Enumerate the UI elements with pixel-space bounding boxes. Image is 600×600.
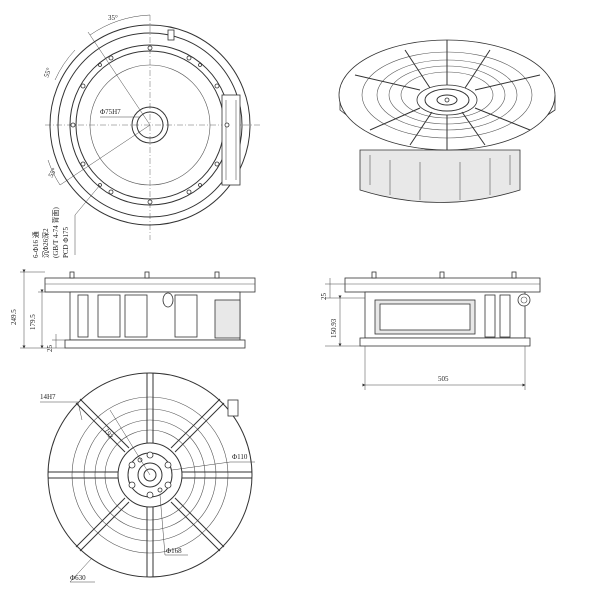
angle-left-label: 55° — [42, 67, 53, 79]
isometric-view — [338, 39, 556, 203]
top-bore-outer — [131, 106, 169, 144]
side-view: 25 150.93 505 — [320, 271, 541, 390]
top-view: Φ75H7 35° 55° 55° 6-Φ16 通 沉Φ26深2 (GB/T 4… — [31, 14, 260, 258]
front-table-plate — [44, 277, 256, 293]
pcd-label: Φ168 — [166, 547, 182, 555]
radius-label: 193 — [102, 427, 114, 441]
bottom-outer-circle — [47, 372, 253, 578]
bottom-view: 14H7 193 Φ110 Φ168 Φ630 — [40, 372, 255, 583]
angle-bottom-label: 55° — [47, 166, 59, 179]
bore-label: Φ75H7 — [100, 108, 121, 116]
front-base — [64, 339, 246, 349]
top-outer-circle — [49, 24, 251, 226]
side-table-plate — [344, 277, 541, 293]
angle-top-label: 35° — [108, 14, 118, 22]
note-pcd: PCD Φ175 — [62, 227, 70, 258]
slot-label: 14H7 — [40, 393, 56, 401]
note-gb: (GB/T 4-74 背面) — [51, 207, 60, 258]
top-bore-inner — [136, 111, 164, 139]
dim-mid-label: 179.5 — [29, 314, 37, 330]
dim-total-label: 249.5 — [10, 309, 18, 325]
center-label: Φ110 — [232, 453, 248, 461]
side-dim-height-label: 150.93 — [330, 318, 338, 338]
note-counterbore: 沉Φ26深2 — [41, 228, 50, 258]
outer-label: Φ630 — [70, 574, 86, 582]
note-holes: 6-Φ16 通 — [31, 231, 40, 258]
dim-base-label: 25 — [46, 345, 54, 353]
front-view: 249.5 179.5 25 — [10, 269, 256, 353]
side-dim-width-label: 505 — [438, 375, 449, 383]
side-dim-top-label: 25 — [320, 293, 328, 301]
bottom-center-holes — [128, 451, 172, 499]
top-bolt-holes — [70, 45, 230, 205]
